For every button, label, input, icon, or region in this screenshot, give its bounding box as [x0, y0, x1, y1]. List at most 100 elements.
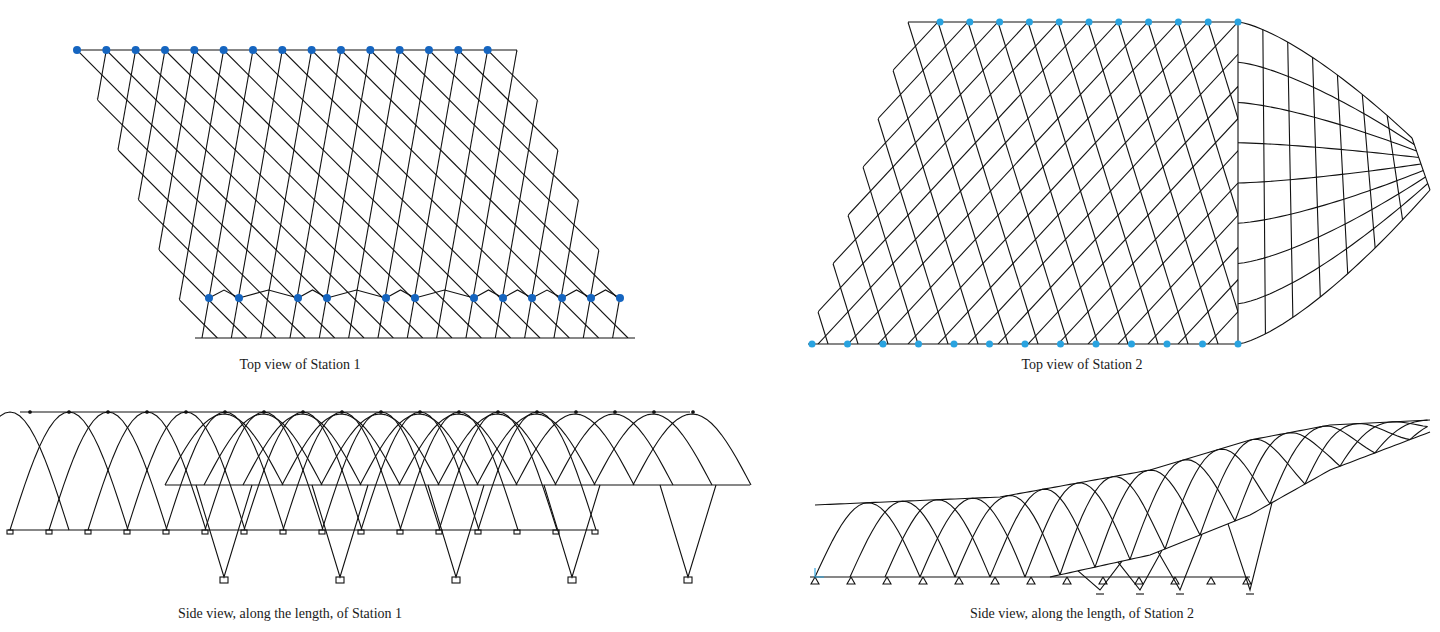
support-symbol	[280, 530, 286, 534]
lattice-member	[378, 50, 429, 338]
lattice-member	[370, 50, 657, 338]
support-dot	[1093, 341, 1100, 348]
support-dot	[382, 294, 390, 302]
lattice-member	[26, 50, 77, 338]
support-symbol	[220, 577, 228, 583]
tie-member	[474, 290, 503, 298]
lattice-member	[488, 22, 588, 344]
lattice-member	[0, 50, 247, 338]
support-dot	[1056, 19, 1063, 26]
lattice-member	[1058, 22, 1358, 344]
lattice-member	[788, 22, 888, 344]
lattice-member	[664, 50, 951, 338]
support-dot	[425, 46, 433, 54]
lattice-member	[998, 22, 1298, 344]
support-dot	[1205, 19, 1212, 26]
lattice-member	[68, 22, 368, 344]
lattice-member	[0, 50, 159, 338]
support-dot	[1235, 19, 1242, 26]
lattice-member	[1328, 22, 1428, 344]
support-symbol	[514, 530, 520, 534]
node-mark	[692, 411, 695, 414]
support-dot	[587, 294, 595, 302]
lattice-member	[840, 50, 1127, 338]
lattice-member	[400, 50, 687, 338]
lattice-member	[0, 50, 276, 338]
edge-beam	[1050, 432, 1430, 577]
node-mark	[68, 411, 71, 414]
v-column	[544, 485, 600, 577]
support-dot	[337, 46, 345, 54]
support-dot	[844, 341, 851, 348]
lattice-member	[1028, 22, 1328, 344]
lattice-member	[1358, 22, 1440, 344]
lattice-member	[578, 22, 678, 344]
lattice-member	[1074, 50, 1361, 338]
lattice-member	[55, 50, 106, 338]
lattice-member	[1268, 22, 1368, 344]
support-dot	[1175, 19, 1182, 26]
diagrid-lattice	[0, 50, 1420, 338]
support-dot	[249, 46, 257, 54]
lattice-member	[188, 22, 488, 344]
support-dot	[308, 46, 316, 54]
lattice-member	[759, 50, 810, 338]
node-mark	[107, 411, 110, 414]
support-dot	[396, 46, 404, 54]
crown-line	[20, 411, 690, 412]
edge-beam	[195, 337, 635, 338]
arch-member	[1235, 433, 1340, 521]
lattice-member	[429, 50, 716, 338]
lattice-member	[0, 50, 48, 338]
support-dot	[1128, 341, 1135, 348]
lattice-member	[576, 50, 863, 338]
lattice-member	[1016, 50, 1303, 338]
lattice-member	[1298, 22, 1440, 344]
support-symbol	[452, 577, 460, 583]
tie-member	[503, 290, 532, 298]
support-symbol	[46, 530, 52, 534]
lattice-member	[114, 50, 165, 338]
lattice-member	[1208, 22, 1440, 344]
lattice-member	[1418, 22, 1440, 344]
lattice-member	[701, 50, 752, 338]
tie-member	[386, 290, 415, 298]
support-dot	[132, 46, 140, 54]
lattice-member	[1298, 22, 1398, 344]
lattice-member	[608, 22, 708, 344]
lattice-member	[642, 50, 693, 338]
lattice-member	[1388, 22, 1440, 344]
edge-beam	[165, 484, 750, 485]
tie-member	[209, 290, 239, 298]
lattice-member	[1178, 22, 1440, 344]
support-symbol	[85, 530, 91, 534]
arch-member	[478, 412, 596, 530]
v-column	[1078, 561, 1122, 590]
lattice-member	[1148, 22, 1440, 344]
support-symbol	[684, 577, 692, 583]
lattice-member	[308, 22, 608, 344]
tie-member	[239, 290, 298, 298]
lattice-member	[341, 50, 628, 338]
grid-member	[1238, 190, 1430, 344]
lattice-member	[18, 50, 305, 338]
lattice-member	[0, 50, 12, 338]
support-dot	[558, 294, 566, 302]
lattice-member	[693, 50, 980, 338]
lattice-member	[546, 50, 833, 338]
arch-member	[1060, 477, 1165, 575]
node-mark	[224, 411, 227, 414]
lattice-member	[0, 22, 278, 344]
support-dot	[986, 341, 993, 348]
lattice-member	[994, 50, 1045, 338]
support-dot	[278, 46, 286, 54]
lattice-member	[488, 22, 788, 344]
node-mark	[146, 411, 149, 414]
support-dot	[996, 19, 1003, 26]
support-dot	[1199, 341, 1206, 348]
lattice-member	[248, 22, 548, 344]
support-symbol	[592, 530, 598, 534]
node-mark	[653, 411, 656, 414]
support-dot	[1145, 19, 1152, 26]
support-dot	[1164, 341, 1171, 348]
